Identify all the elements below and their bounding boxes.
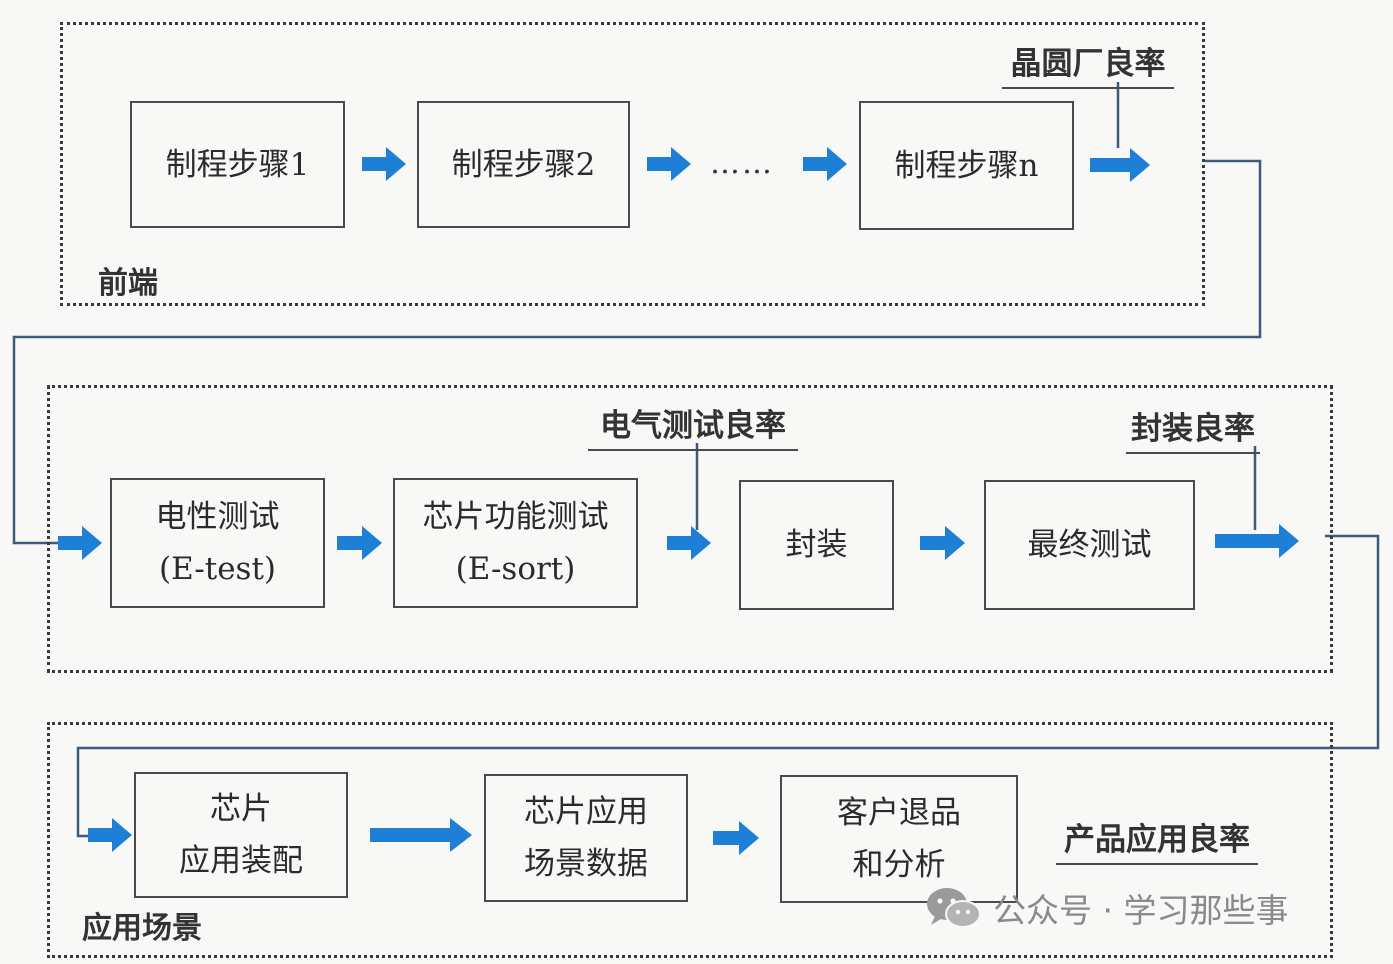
flow-connector-1 bbox=[12, 159, 1262, 545]
application-region bbox=[47, 722, 1333, 958]
etest-title: 电性测试 bbox=[155, 499, 280, 535]
arrow-into-etest bbox=[58, 526, 102, 560]
wechat-icon bbox=[927, 888, 981, 928]
arrow-assembly-to-data bbox=[370, 818, 472, 852]
application-data-box: 芯片应用 场景数据 bbox=[484, 774, 688, 902]
process-step-2-label: 制程步骤2 bbox=[451, 146, 596, 183]
process-step-1-label: 制程步骤1 bbox=[165, 146, 310, 183]
product-application-yield-label: 产品应用良率 bbox=[1056, 814, 1258, 865]
chip-assembly-line1: 芯片 bbox=[210, 791, 272, 827]
packaging-box: 封装 bbox=[739, 480, 894, 610]
arrow-step2-to-ellipsis bbox=[647, 147, 691, 181]
arrow-final-out bbox=[1215, 524, 1299, 558]
electrical-test-yield-label: 电气测试良率 bbox=[588, 400, 798, 451]
chip-assembly-line2: 应用装配 bbox=[179, 843, 303, 879]
arrow-step1-to-step2 bbox=[362, 147, 406, 181]
process-step-2: 制程步骤2 bbox=[417, 101, 630, 228]
arrow-ellipsis-to-stepn bbox=[803, 147, 847, 181]
customer-returns-box: 客户退品 和分析 bbox=[780, 775, 1018, 903]
esort-box: 芯片功能测试 (E-sort) bbox=[393, 478, 638, 608]
arrow-packaging-to-final bbox=[920, 526, 965, 560]
etest-box: 电性测试 (E-test) bbox=[110, 478, 325, 608]
process-step-n: 制程步骤n bbox=[859, 101, 1074, 230]
application-data-line2: 场景数据 bbox=[524, 846, 648, 882]
arrow-data-to-returns bbox=[713, 821, 759, 855]
process-step-n-label: 制程步骤n bbox=[894, 147, 1039, 184]
arrow-stepn-out bbox=[1090, 148, 1150, 182]
application-data-line1: 芯片应用 bbox=[524, 794, 648, 830]
esort-title: 芯片功能测试 bbox=[422, 499, 609, 535]
watermark: 公众号 · 学习那些事 bbox=[925, 884, 1288, 932]
arrow-esort-to-packaging bbox=[667, 526, 711, 560]
chip-assembly-box: 芯片 应用装配 bbox=[134, 772, 348, 898]
application-label: 应用场景 bbox=[82, 911, 202, 946]
etest-subtitle: (E-test) bbox=[158, 551, 277, 587]
test-packaging-region bbox=[47, 385, 1333, 673]
front-end-label: 前端 bbox=[98, 266, 158, 301]
final-test-box: 最终测试 bbox=[984, 480, 1195, 610]
watermark-text: 公众号 · 学习那些事 bbox=[993, 891, 1289, 930]
final-test-title: 最终测试 bbox=[1027, 527, 1152, 563]
fab-yield-label: 晶圆厂良率 bbox=[1002, 38, 1174, 89]
ellipsis: …… bbox=[710, 146, 774, 181]
packaging-title: 封装 bbox=[785, 527, 848, 563]
process-step-1: 制程步骤1 bbox=[130, 101, 345, 228]
packaging-yield-label: 封装良率 bbox=[1126, 403, 1260, 454]
front-end-region bbox=[60, 22, 1205, 306]
customer-returns-line2: 和分析 bbox=[852, 847, 946, 883]
arrow-into-assembly bbox=[88, 818, 132, 852]
customer-returns-line1: 客户退品 bbox=[837, 795, 961, 831]
esort-subtitle: (E-sort) bbox=[455, 551, 576, 587]
flow-connector-2 bbox=[76, 534, 1380, 838]
arrow-etest-to-esort bbox=[337, 526, 382, 560]
